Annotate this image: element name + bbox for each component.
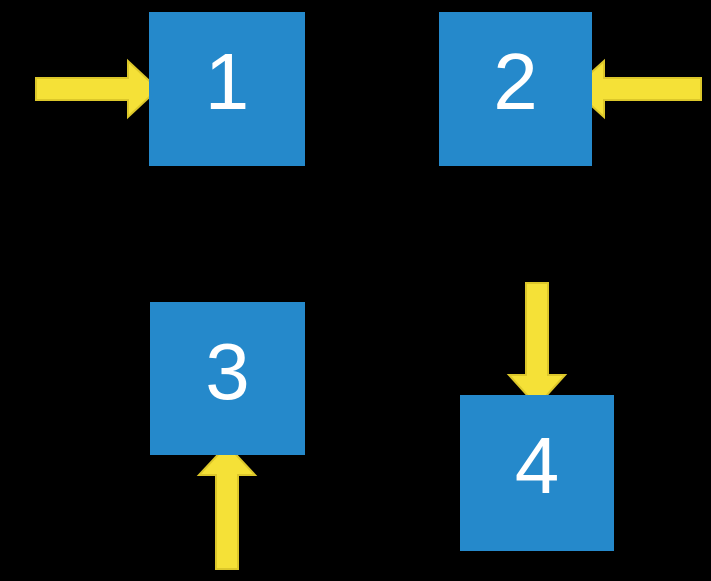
box-1-label: 1	[204, 37, 250, 126]
arrow-left-icon	[571, 58, 702, 120]
box-2-label: 2	[493, 37, 538, 126]
arrow-right-icon	[35, 58, 160, 120]
box-2[interactable]: 2	[439, 12, 592, 166]
box-3[interactable]: 3	[150, 302, 305, 455]
box-1[interactable]: 1	[149, 12, 305, 166]
arrow-up-icon	[196, 443, 258, 570]
box-4-label: 4	[514, 421, 560, 510]
box-3-label: 3	[205, 326, 250, 416]
arrow-down-icon	[506, 282, 568, 408]
box-4[interactable]: 4	[460, 395, 614, 551]
